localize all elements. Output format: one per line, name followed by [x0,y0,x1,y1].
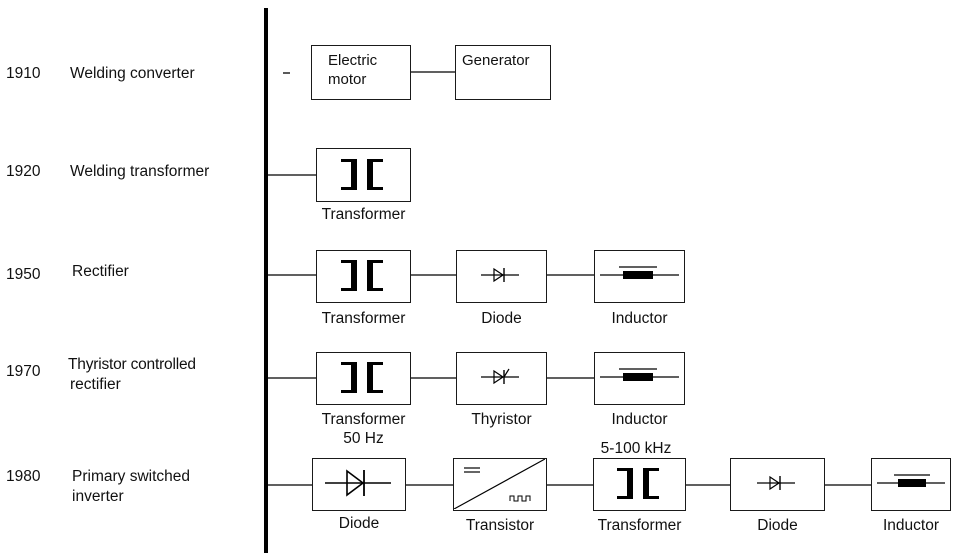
caption-thyristor-1970: Thyristor [471,411,532,428]
caption-inductor-1950: Inductor [611,310,668,327]
transformer-icon [341,159,383,190]
year-1920: 1920 [6,163,41,180]
caption-transformer-1980: Transformer [597,517,682,534]
transformer-box-1950 [316,250,411,303]
inductor-icon [600,266,679,279]
caption-inductor-1980: Inductor [882,517,939,534]
generator-label: Generator [462,52,530,69]
diode-icon [325,469,391,497]
inductor-box-1980 [871,458,951,511]
caption-transformer-1920: Transformer [321,206,406,223]
inductor-icon [600,368,679,381]
transistor-inverter-box-1980 [453,458,547,511]
row-label-thyristor-line1: Thyristor controlled [68,356,196,373]
transformer-icon [617,468,659,499]
row-label-welding-converter: Welding converter [70,65,195,82]
thyristor-box-1970 [456,352,547,405]
row-label-inverter-line1: Primary switched [72,468,190,485]
transformer-icon [341,260,383,291]
inductor-icon [877,474,945,487]
row-label-thyristor-line2: rectifier [70,376,121,393]
transformer-box-1970 [316,352,411,405]
diode-box-1980 [312,458,406,511]
timeline-bar [264,8,268,553]
inverter-icon [453,458,546,510]
diode-icon [757,475,795,491]
inductor-box-1950 [594,250,685,303]
row-label-welding-transformer: Welding transformer [70,163,210,180]
diode-box-1950 [456,250,547,303]
thyristor-icon [481,368,519,385]
year-1980: 1980 [6,468,41,485]
generator-box: Generator [455,45,551,100]
caption-diode-1980: Diode [338,515,380,532]
motor-label-line2: motor [328,71,367,88]
row-label-rectifier: Rectifier [72,263,129,280]
caption-transformer-1950: Transformer [321,310,406,327]
frequency-5-100khz: 5-100 kHz [600,440,672,457]
year-1950: 1950 [6,266,41,283]
caption-transformer-1970: Transformer [321,411,406,428]
transformer-icon [341,362,383,393]
motor-label-line1: Electric [328,52,378,69]
caption-diode-1980-b: Diode [757,517,798,534]
inductor-box-1970 [594,352,685,405]
year-1910: 1910 [6,65,41,82]
caption-diode-1950: Diode [481,310,522,327]
transformer-box-1920 [316,148,411,202]
electric-motor-box: Electric motor [311,45,411,100]
diode-box-1980-b [730,458,825,511]
caption-transistor-1980: Transistor [465,517,535,534]
caption-inductor-1970: Inductor [611,411,668,428]
frequency-50hz: 50 Hz [343,430,384,447]
year-1970: 1970 [6,363,41,380]
transformer-box-1980 [593,458,686,511]
diode-icon [481,267,519,283]
row-label-inverter-line2: inverter [72,488,124,505]
